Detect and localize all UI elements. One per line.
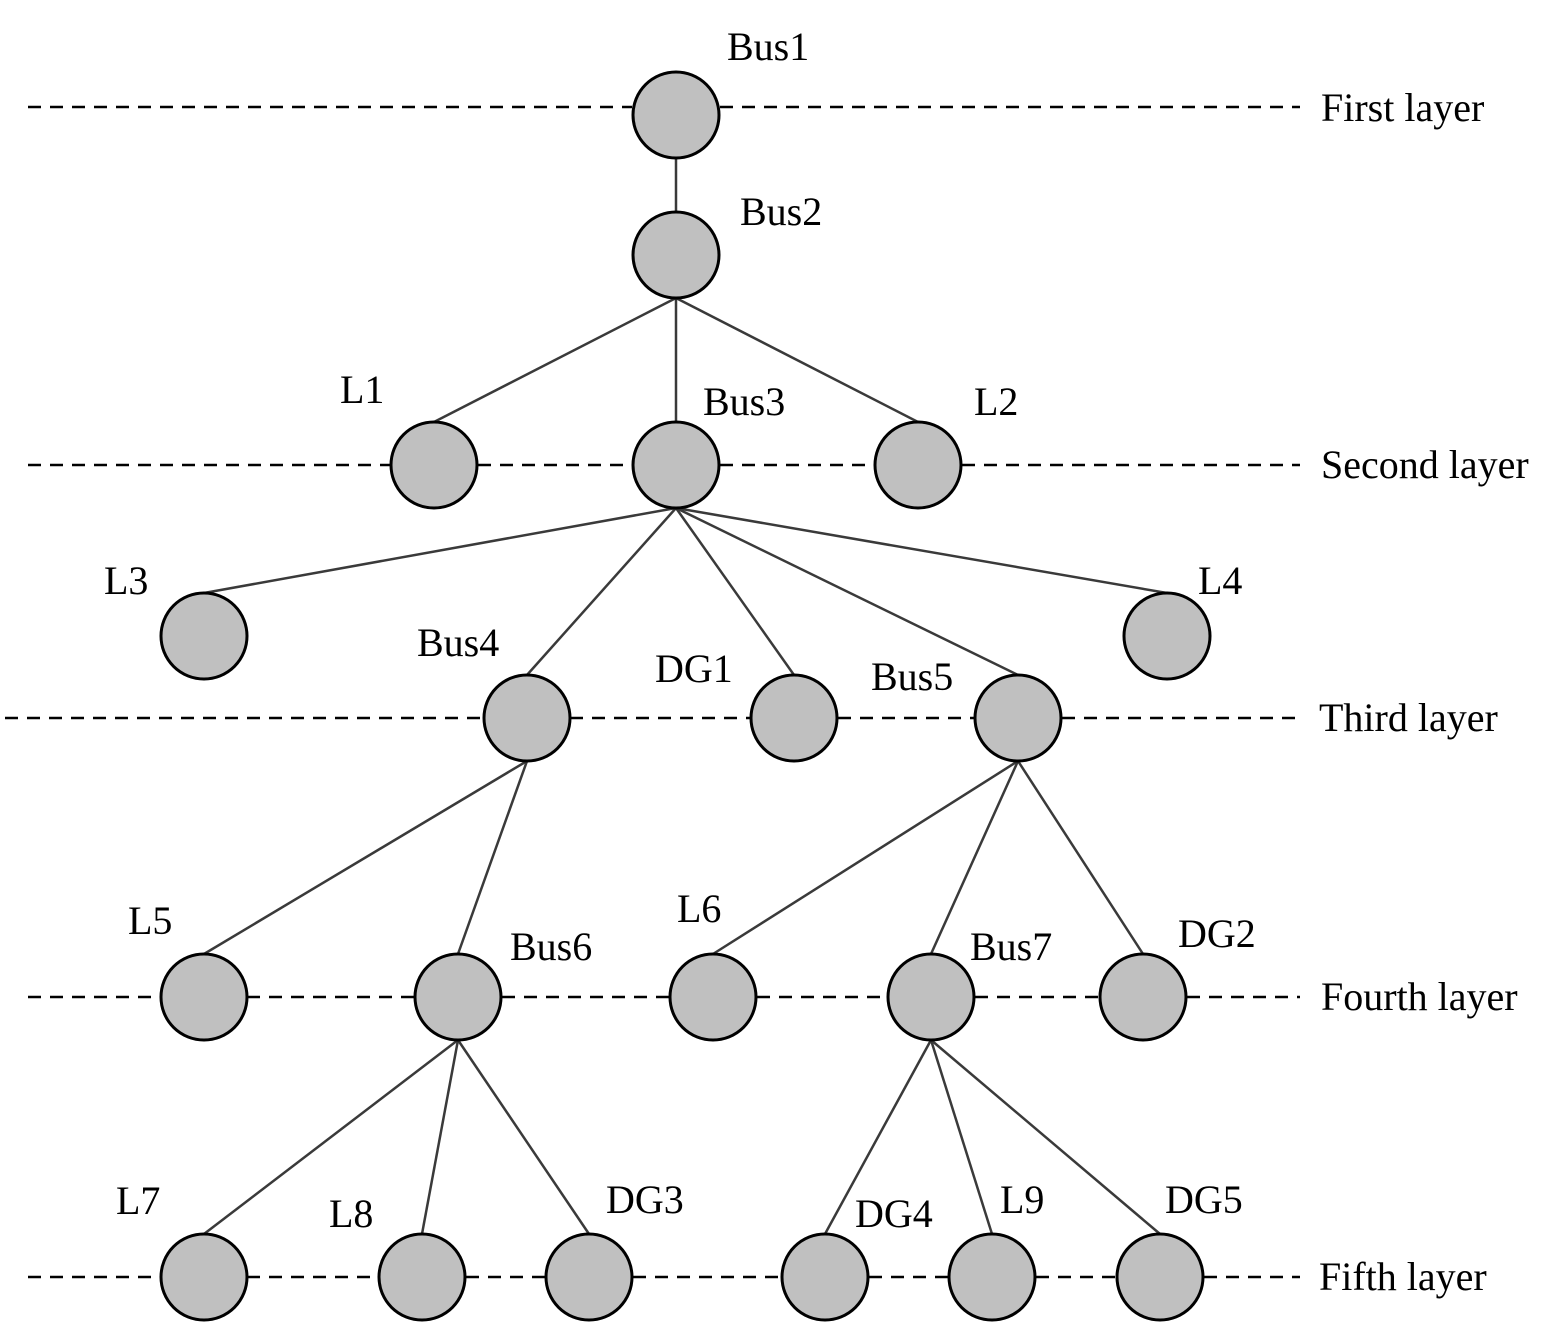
edge-bus3-l3	[203, 506, 677, 595]
node-bus7-label: Bus7	[970, 924, 1052, 969]
node-l1-label: L1	[340, 367, 384, 412]
edge-bus7-l9	[929, 1039, 994, 1235]
node-bus2-label: Bus2	[740, 189, 822, 234]
node-l9-circle	[947, 1232, 1037, 1322]
node-bus2-circle	[631, 210, 721, 300]
edge-bus5-l6	[712, 759, 1019, 956]
node-bus1: Bus1	[631, 24, 809, 160]
node-dg2: DG2	[1098, 911, 1256, 1042]
node-l3-label: L3	[104, 558, 148, 603]
node-dg4-label: DG4	[855, 1191, 933, 1236]
node-l7: L7	[116, 1178, 249, 1322]
edge-bus4-l5	[203, 759, 528, 956]
edge-bus6-l8	[420, 1039, 460, 1235]
node-l2-label: L2	[974, 379, 1018, 424]
node-bus4: Bus4	[417, 620, 572, 763]
edge-bus5-bus7	[929, 760, 1020, 955]
node-bus1-circle	[631, 70, 721, 160]
node-l5-label: L5	[128, 898, 172, 943]
node-bus1-label: Bus1	[727, 24, 809, 69]
edge-bus2-l2	[675, 296, 919, 424]
edge-bus3-bus4	[526, 507, 677, 676]
node-l1-circle	[389, 420, 479, 510]
node-dg1: DG1	[655, 646, 839, 763]
nodes: Bus1 Bus2 L1 Bus3 L2 L3 L4 Bus4	[104, 24, 1256, 1322]
edge-bus3-dg1	[674, 507, 796, 676]
node-dg2-circle	[1098, 952, 1188, 1042]
node-l5: L5	[128, 898, 249, 1042]
node-l7-circle	[159, 1232, 249, 1322]
node-l8: L8	[329, 1191, 467, 1322]
layer-label-second: Second layer	[1321, 442, 1529, 487]
layer-label-first: First layer	[1321, 85, 1484, 130]
layer-label-third: Third layer	[1319, 695, 1498, 740]
node-bus3-label: Bus3	[703, 379, 785, 424]
edge-bus5-dg2	[1016, 760, 1145, 955]
node-dg3-circle	[544, 1232, 634, 1322]
node-bus3-circle	[631, 420, 721, 510]
node-l6-label: L6	[677, 886, 721, 931]
node-dg4: DG4	[780, 1191, 933, 1322]
layer-label-fourth: Fourth layer	[1321, 974, 1518, 1019]
edge-bus3-l4	[675, 506, 1168, 595]
layer-labels: First layer Second layer Third layer Fou…	[1319, 85, 1529, 1299]
node-l9-label: L9	[1000, 1177, 1044, 1222]
node-l6-circle	[668, 952, 758, 1042]
edge-bus4-bus6	[456, 760, 529, 955]
edge-bus6-l7	[203, 1039, 459, 1235]
node-bus6: Bus6	[413, 924, 592, 1042]
node-l1: L1	[340, 367, 479, 510]
node-l3: L3	[104, 558, 249, 681]
node-bus6-circle	[413, 952, 503, 1042]
edge-bus7-dg5	[930, 1039, 1161, 1235]
layer-label-fifth: Fifth layer	[1319, 1254, 1487, 1299]
node-l7-label: L7	[116, 1178, 160, 1223]
node-dg3: DG3	[544, 1177, 684, 1322]
node-l4-label: L4	[1198, 558, 1242, 603]
node-dg5-label: DG5	[1165, 1177, 1243, 1222]
node-l4: L4	[1122, 558, 1242, 681]
edge-bus7-dg4	[823, 1039, 933, 1235]
layer-lines	[5, 105, 1300, 1279]
node-dg3-label: DG3	[606, 1177, 684, 1222]
node-l8-circle	[377, 1232, 467, 1322]
node-bus7: Bus7	[886, 924, 1052, 1042]
edge-bus6-dg3	[456, 1039, 591, 1235]
node-l5-circle	[159, 952, 249, 1042]
node-l2: L2	[873, 379, 1018, 510]
node-bus5-circle	[973, 673, 1063, 763]
node-dg1-circle	[749, 673, 839, 763]
edges	[203, 158, 1168, 1235]
node-l4-circle	[1122, 591, 1212, 681]
edge-bus2-l1	[433, 296, 677, 424]
node-bus5-label: Bus5	[871, 654, 953, 699]
edge-bus3-bus5	[675, 506, 1019, 677]
node-l3-circle	[159, 591, 249, 681]
node-dg2-label: DG2	[1178, 911, 1256, 956]
node-bus4-label: Bus4	[417, 620, 499, 665]
node-l2-circle	[873, 420, 963, 510]
node-bus5: Bus5	[871, 654, 1063, 763]
node-dg5-circle	[1115, 1232, 1205, 1322]
node-bus3: Bus3	[631, 379, 785, 510]
node-bus2: Bus2	[631, 189, 822, 300]
node-l8-label: L8	[329, 1191, 373, 1236]
node-bus6-label: Bus6	[510, 924, 592, 969]
node-l9: L9	[947, 1177, 1044, 1322]
node-dg4-circle	[780, 1232, 870, 1322]
node-dg5: DG5	[1115, 1177, 1243, 1322]
node-bus7-circle	[886, 952, 976, 1042]
node-bus4-circle	[482, 673, 572, 763]
node-l6: L6	[668, 886, 758, 1042]
node-dg1-label: DG1	[655, 646, 733, 691]
